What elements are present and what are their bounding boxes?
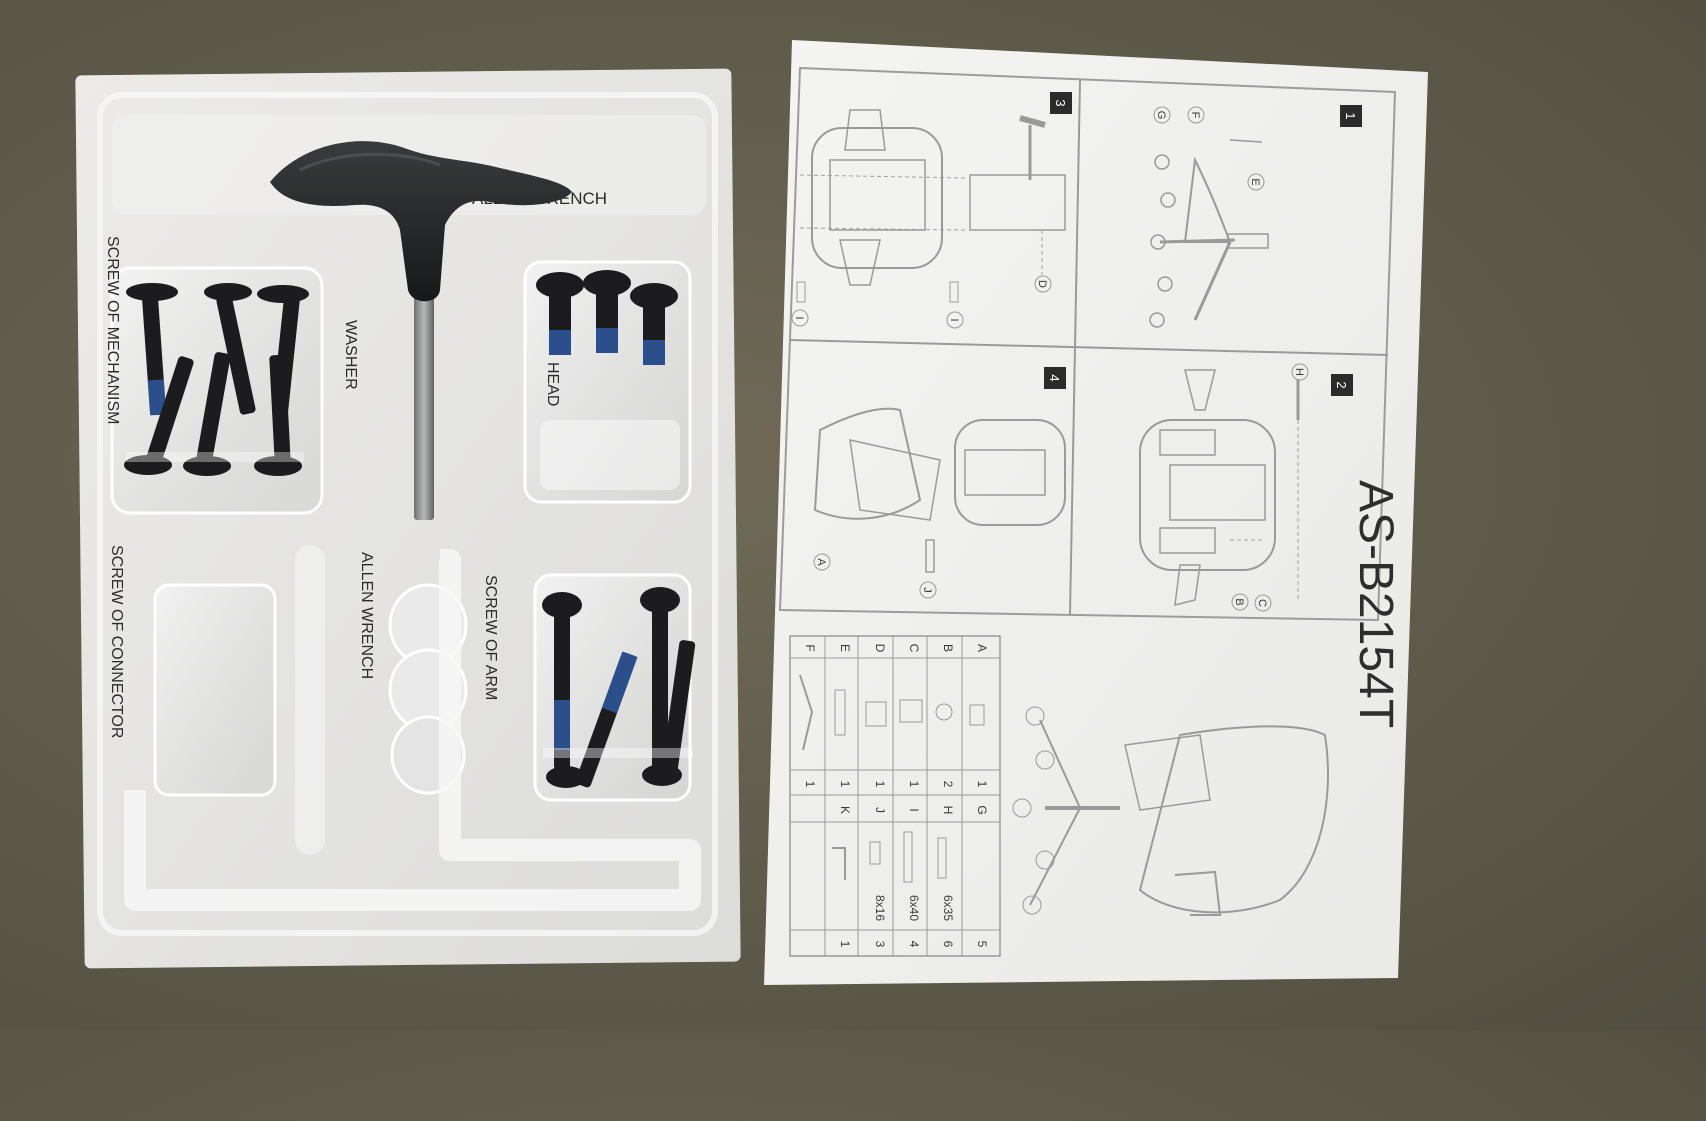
svg-text:1: 1 bbox=[873, 781, 887, 788]
svg-text:G: G bbox=[975, 805, 989, 814]
svg-text:F: F bbox=[803, 644, 817, 651]
svg-text:I: I bbox=[793, 316, 805, 319]
svg-text:J: J bbox=[921, 587, 933, 593]
svg-text:4: 4 bbox=[907, 941, 921, 948]
svg-text:3: 3 bbox=[1053, 99, 1068, 106]
label-screw-of-connector: SCREW OF CONNECTOR bbox=[108, 545, 125, 738]
svg-text:3: 3 bbox=[873, 941, 887, 948]
svg-text:2: 2 bbox=[1334, 381, 1349, 388]
svg-text:E: E bbox=[838, 644, 852, 652]
svg-text:D: D bbox=[1036, 280, 1048, 288]
t-handle-wrench bbox=[270, 141, 572, 520]
step-badges: 3 1 4 2 bbox=[1044, 92, 1362, 396]
svg-text:1: 1 bbox=[1343, 112, 1358, 119]
step-1-diagram bbox=[1149, 139, 1269, 328]
svg-text:4: 4 bbox=[1047, 374, 1062, 381]
step-3-diagram bbox=[796, 109, 1066, 303]
svg-text:I: I bbox=[907, 808, 921, 811]
allen-wrench-channel bbox=[124, 549, 701, 911]
table-letters-right: G H I J K bbox=[838, 805, 989, 814]
svg-text:G: G bbox=[1155, 111, 1167, 120]
arm-screws bbox=[542, 587, 696, 788]
svg-text:1: 1 bbox=[838, 781, 852, 788]
svg-text:1: 1 bbox=[907, 781, 921, 788]
svg-text:E: E bbox=[1249, 178, 1261, 185]
instruction-sheet: 3 1 4 2 bbox=[764, 40, 1428, 985]
svg-text:A: A bbox=[975, 644, 989, 652]
svg-text:B: B bbox=[941, 644, 955, 652]
svg-text:6x40: 6x40 bbox=[907, 895, 921, 921]
label-screw-of-mechanism: SCREW OF MECHANISM bbox=[104, 236, 121, 424]
svg-text:6x35: 6x35 bbox=[941, 895, 955, 921]
label-screw-of-arm: SCREW OF ARM bbox=[482, 575, 499, 700]
blister-card: ALLEN WRENCH SCREW OF MECHANISM WASHER H… bbox=[75, 68, 741, 969]
svg-text:B: B bbox=[1233, 598, 1245, 605]
table-letters-left: A B C D E F bbox=[803, 644, 989, 653]
svg-text:F: F bbox=[1189, 112, 1201, 119]
table-qty-right: 5 6 4 3 1 bbox=[838, 941, 989, 948]
svg-text:J: J bbox=[873, 807, 887, 813]
svg-text:H: H bbox=[1293, 368, 1305, 376]
svg-text:A: A bbox=[815, 558, 827, 566]
svg-text:5: 5 bbox=[975, 941, 989, 948]
svg-text:C: C bbox=[1256, 599, 1268, 607]
head-screws bbox=[536, 270, 678, 365]
svg-text:K: K bbox=[838, 806, 852, 814]
label-allen-wrench: ALLEN WRENCH bbox=[358, 552, 375, 679]
svg-text:1: 1 bbox=[838, 941, 852, 948]
model-number: AS-B2154T bbox=[1349, 480, 1402, 728]
label-washer: WASHER bbox=[342, 320, 359, 390]
step-2-diagram bbox=[1139, 369, 1300, 606]
svg-text:6: 6 bbox=[941, 941, 955, 948]
svg-text:D: D bbox=[873, 644, 887, 653]
assembled-chair-diagram bbox=[1012, 706, 1329, 916]
label-head: HEAD bbox=[544, 362, 561, 406]
table-sizes-right: 6x35 6x40 8x16 bbox=[873, 895, 955, 921]
svg-text:2: 2 bbox=[941, 781, 955, 788]
svg-text:8x16: 8x16 bbox=[873, 895, 887, 921]
step-4-diagram bbox=[813, 407, 1066, 573]
svg-text:H: H bbox=[941, 806, 955, 815]
connector-screw-pocket bbox=[153, 583, 277, 797]
svg-text:1: 1 bbox=[975, 781, 989, 788]
photo-scene: ALLEN WRENCH SCREW OF MECHANISM WASHER H… bbox=[75, 40, 1428, 985]
table-qty-left: 1 2 1 1 1 1 bbox=[803, 781, 989, 788]
parts-table: A B C D E F 1 2 1 1 1 1 G H I J K bbox=[789, 635, 1001, 957]
mechanism-screws bbox=[124, 283, 309, 476]
svg-text:1: 1 bbox=[803, 781, 817, 788]
callout-letters: I I D G F E H A J B C bbox=[791, 106, 1309, 612]
svg-text:C: C bbox=[907, 644, 921, 653]
svg-text:I: I bbox=[948, 318, 960, 321]
